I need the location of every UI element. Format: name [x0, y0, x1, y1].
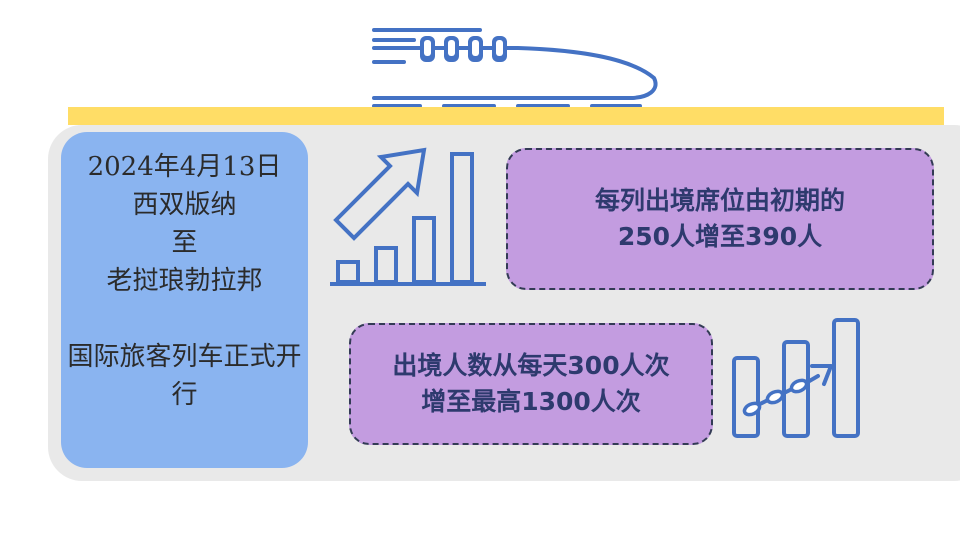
train-icon	[372, 28, 658, 108]
passengers-line-1: 出境人数从每天300人次	[392, 351, 670, 380]
date-card: 2024年4月13日 西双版纳 至 老挝琅勃拉邦 国际旅客列车正式开行	[61, 132, 308, 468]
seats-line-2: 250人增至390人	[617, 222, 823, 251]
date-line: 2024年4月13日	[87, 152, 282, 182]
origin-line: 西双版纳	[132, 190, 237, 220]
trend-chart-icon	[732, 318, 860, 438]
seats-callout: 每列出境席位由初期的 250人增至390人	[506, 148, 934, 290]
connector-line: 至	[171, 228, 198, 258]
passengers-callout: 出境人数从每天300人次 增至最高1300人次	[349, 323, 713, 445]
growth-chart-icon	[330, 147, 486, 286]
destination-line: 老挝琅勃拉邦	[106, 266, 263, 296]
seats-line-1: 每列出境席位由初期的	[594, 186, 845, 215]
passengers-line-2: 增至最高1300人次	[421, 387, 641, 416]
rail-bar	[68, 107, 944, 125]
service-subtitle: 国际旅客列车正式开行	[67, 342, 302, 410]
